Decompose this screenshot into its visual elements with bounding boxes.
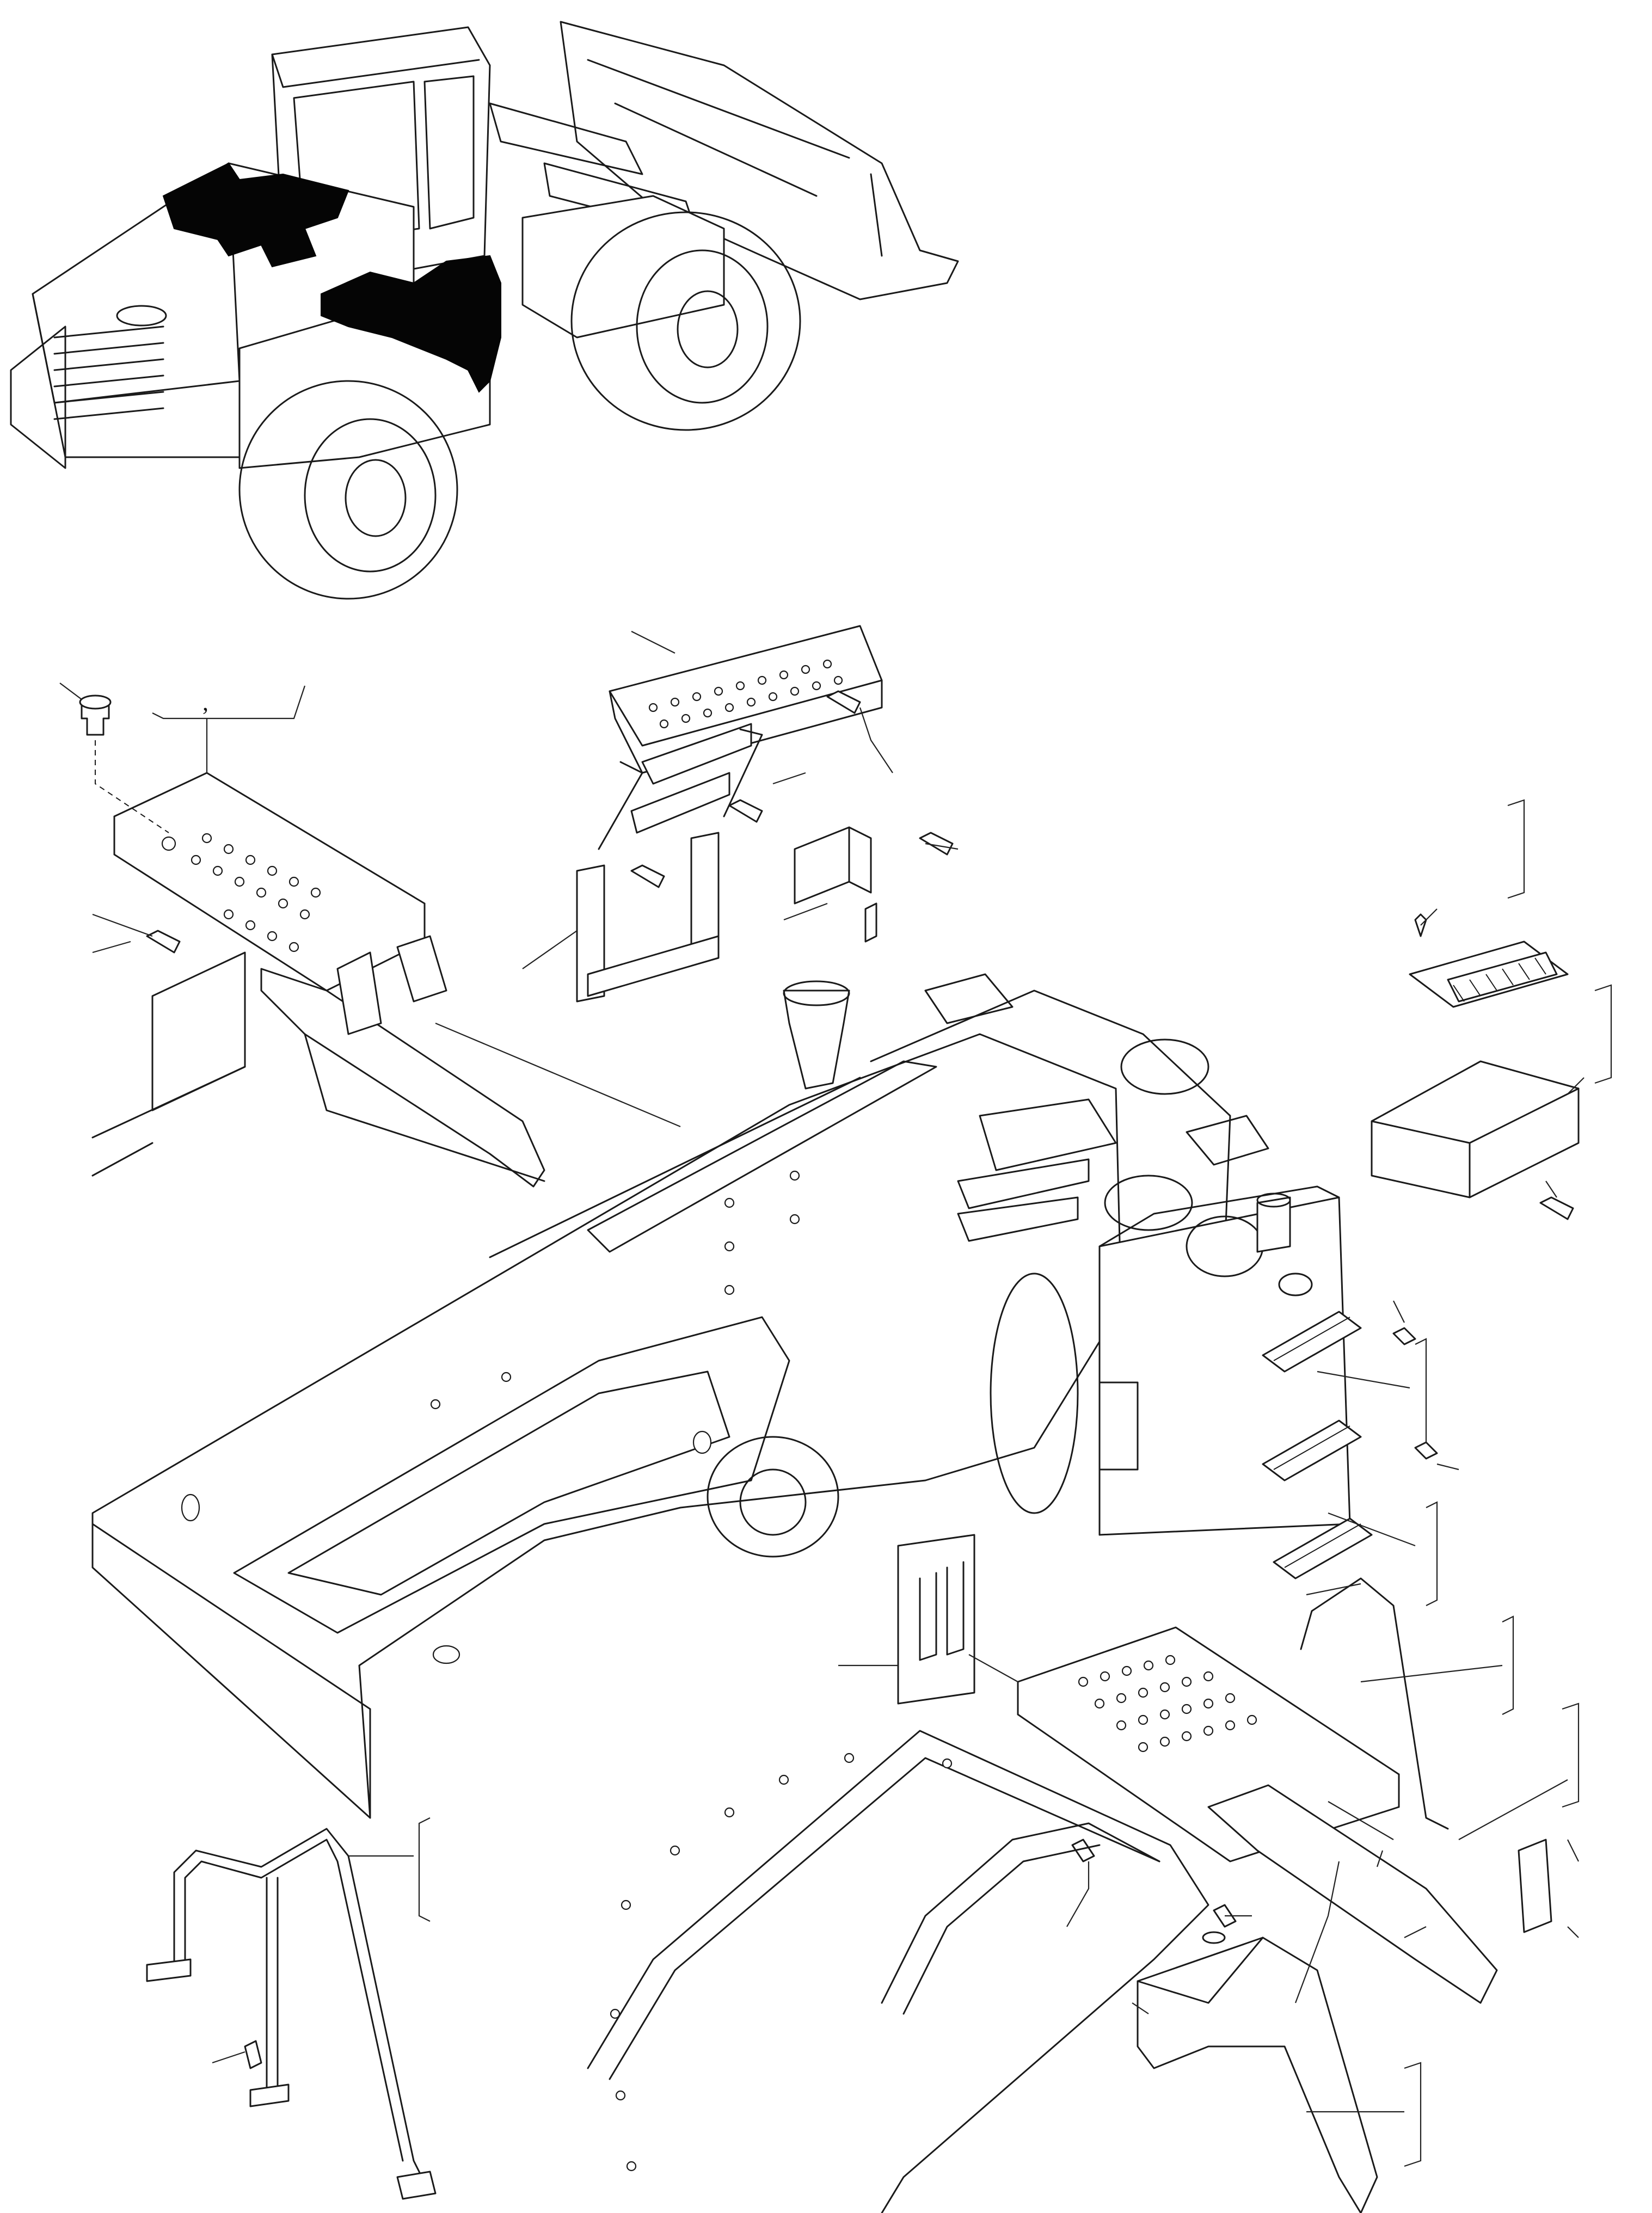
left-step-holes: [191, 833, 321, 952]
lower-left-handrail: [146, 1828, 437, 2200]
left-step-assembly: [79, 694, 545, 1188]
center-ladder-step: [576, 625, 954, 1003]
lower-right-bracket: [1137, 1904, 1378, 2213]
ladder-top-holes: [648, 659, 843, 729]
frame-holes: [181, 1170, 800, 1664]
leader-lines: [59, 631, 1612, 2167]
lower-step-holes: [1078, 1655, 1257, 1753]
comma-mark: ,: [202, 689, 208, 716]
pin-part: [79, 694, 169, 833]
lower-fender: [587, 1730, 1209, 2213]
lower-right-step: [897, 1534, 1552, 2004]
right-steps: [1262, 1311, 1438, 1579]
wheel-loader-overview: [10, 21, 959, 600]
right-box-assembly: [1371, 913, 1580, 1220]
